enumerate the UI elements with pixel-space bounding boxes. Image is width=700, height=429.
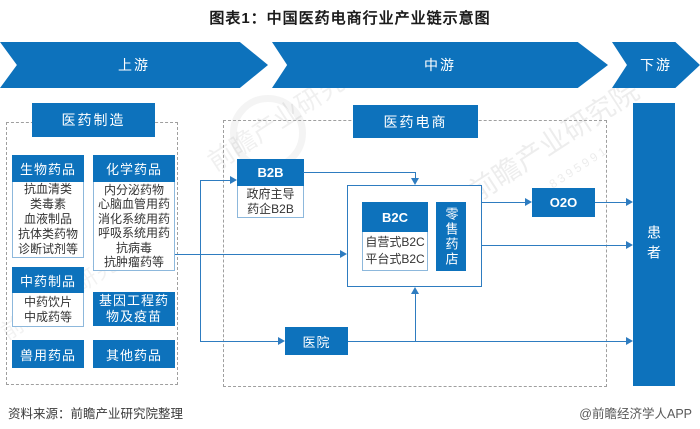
group-b2b: B2B 政府主导 药企B2B [237,159,304,218]
stage-arrow-midstream: 中游 [272,42,608,88]
arrowhead-icon [340,250,347,258]
connector-line [200,180,201,342]
group-chemical-drugs: 化学药品 内分泌药物 心脑血管用药 消化系统用药 呼吸系统用药 抗病毒 抗肿瘤药… [93,155,175,271]
group-title-b2b: B2B [237,159,304,186]
stage-arrow-downstream: 下游 [612,42,700,88]
connector-line [595,202,626,203]
connector-line [415,172,416,178]
group-title-chemical: 化学药品 [93,155,175,182]
group-title-biological: 生物药品 [12,155,84,182]
midstream-header: 医药电商 [353,105,478,138]
stage-label-midstream: 中游 [424,57,456,73]
arrowhead-icon [626,241,633,249]
credit-note: @前瞻经济学人APP [579,407,692,421]
box-o2o: O2O [532,188,595,217]
group-items-biological: 抗血清类 类毒素 血液制品 抗体类药物 诊断试剂等 [12,182,84,258]
connector-line [348,341,626,342]
connector-line [415,294,416,341]
arrowhead-icon [626,198,633,206]
box-retail-pharmacy: 零售药店 [436,202,466,271]
box-gene-engineering-vaccine: 基因工程药物及疫苗 [93,292,175,326]
box-hospital: 医院 [285,327,348,355]
figure-title: 图表1：中国医药电商行业产业链示意图 [209,10,491,27]
group-b2c: B2C 自营式B2C 平台式B2C [362,202,428,271]
group-items-chemical: 内分泌药物 心脑血管用药 消化系统用药 呼吸系统用药 抗病毒 抗肿瘤药等 [93,182,175,271]
stage-label-upstream: 上游 [118,57,150,73]
arrowhead-icon [411,178,419,185]
group-items-b2b: 政府主导 药企B2B [237,186,304,218]
connector-line [482,245,626,246]
upstream-header: 医药制造 [32,103,155,137]
arrowhead-icon [626,337,633,345]
source-note: 资料来源：前瞻产业研究院整理 [8,407,184,421]
connector-line [200,180,230,181]
arrowhead-icon [230,176,237,184]
stage-arrow-upstream: 上游 [0,42,268,88]
connector-line [482,202,525,203]
arrowhead-icon [278,337,285,345]
connector-line [303,172,416,173]
group-items-tcm: 中药饮片 中成药等 [12,293,84,327]
box-other-drugs: 其他药品 [93,340,175,368]
group-items-b2c: 自营式B2C 平台式B2C [362,232,428,271]
box-patient: 患者 [633,103,675,386]
arrowhead-icon [525,198,532,206]
group-tcm-products: 中药制品 中药饮片 中成药等 [12,267,84,327]
connector-line [200,341,278,342]
group-title-tcm: 中药制品 [12,267,84,293]
arrowhead-icon [411,287,419,294]
box-veterinary-drugs: 兽用药品 [12,340,84,368]
connector-line [175,254,340,255]
group-title-b2c: B2C [362,202,428,232]
group-biological-drugs: 生物药品 抗血清类 类毒素 血液制品 抗体类药物 诊断试剂等 [12,155,84,258]
stage-label-downstream: 下游 [640,57,672,73]
